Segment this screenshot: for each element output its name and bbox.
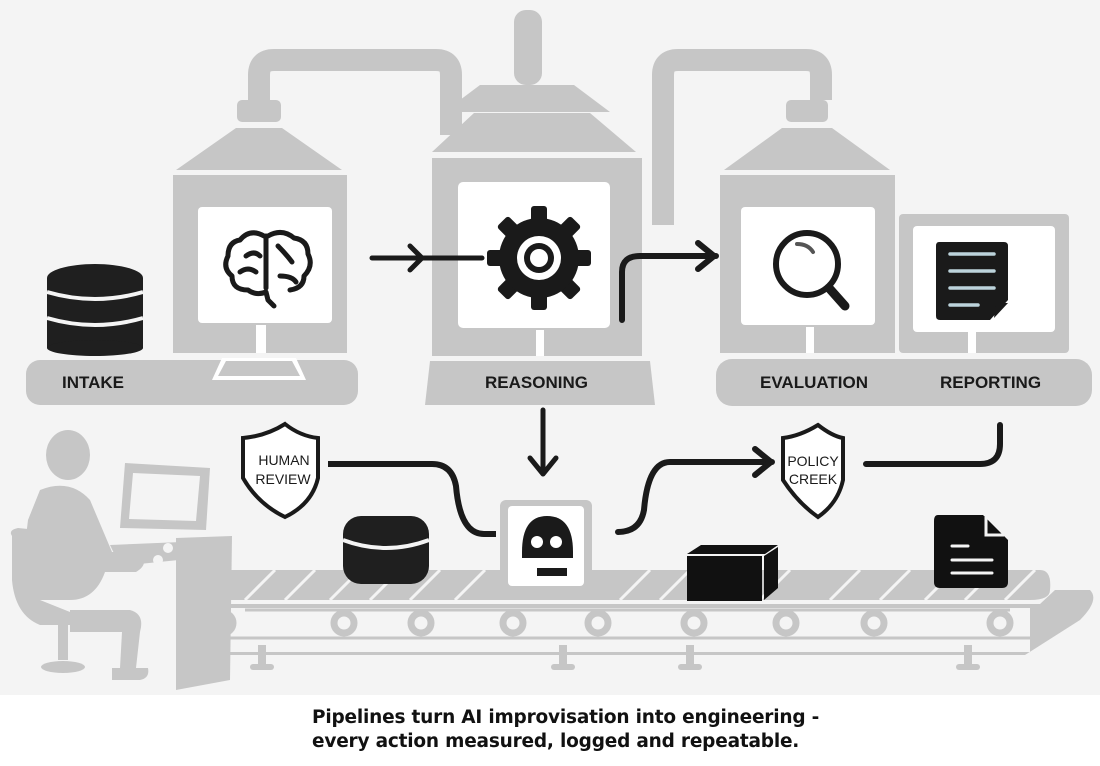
pipe-reasoning-to-evaluation [652, 49, 832, 225]
document-icon [936, 242, 1008, 320]
machine-intake: INTAKE [26, 100, 358, 405]
arrow-reasoning-to-evaluation [619, 240, 719, 323]
robot-icon [500, 500, 592, 600]
checkpoint-human-review-line2: REVIEW [255, 471, 311, 487]
conveyor-belt [192, 568, 1094, 670]
arrow-reasoning-down [527, 407, 559, 477]
caption-line-1: Pipelines turn AI improvisation into eng… [312, 707, 820, 728]
arrow-intake-to-reasoning [369, 243, 485, 273]
checkpoint-policy-line2: CREEK [789, 471, 838, 487]
figure-caption: Pipelines turn AI improvisation into eng… [0, 706, 1100, 754]
box-icon [687, 545, 778, 601]
caption-line-2: every action measured, logged and repeat… [312, 731, 800, 752]
stage-label-reporting: REPORTING [940, 373, 1041, 392]
conveyor-legs [250, 645, 980, 670]
machine-evaluation [720, 100, 895, 353]
connector-human-review [328, 461, 496, 537]
base-evaluation-reporting: EVALUATION REPORTING [716, 359, 1092, 406]
shield-icon-policy: POLICY CREEK [781, 422, 845, 520]
pipeline-illustration: INTAKE REASONING [0, 0, 1100, 695]
stage-label-reasoning: REASONING [485, 373, 588, 392]
conveyor-database-icon [342, 516, 430, 584]
operator-at-console-icon [10, 430, 232, 690]
pipe-intake-to-reasoning [248, 49, 462, 135]
shield-icon-human-review: HUMAN REVIEW [241, 421, 320, 520]
magnifier-icon [773, 230, 850, 311]
checkpoint-policy-line1: POLICY [787, 453, 839, 469]
stage-label-evaluation: EVALUATION [760, 373, 868, 392]
stage-label-intake: INTAKE [62, 373, 124, 392]
database-icon [46, 264, 144, 356]
arrow-robot-to-policy [615, 446, 775, 535]
gear-icon [487, 206, 591, 310]
conveyor-document-icon [934, 515, 1008, 588]
brain-icon [223, 230, 313, 309]
checkpoint-human-review-line1: HUMAN [258, 452, 309, 468]
connector-policy-to-reporting [863, 422, 1003, 467]
pipe-reasoning-top [514, 10, 542, 85]
